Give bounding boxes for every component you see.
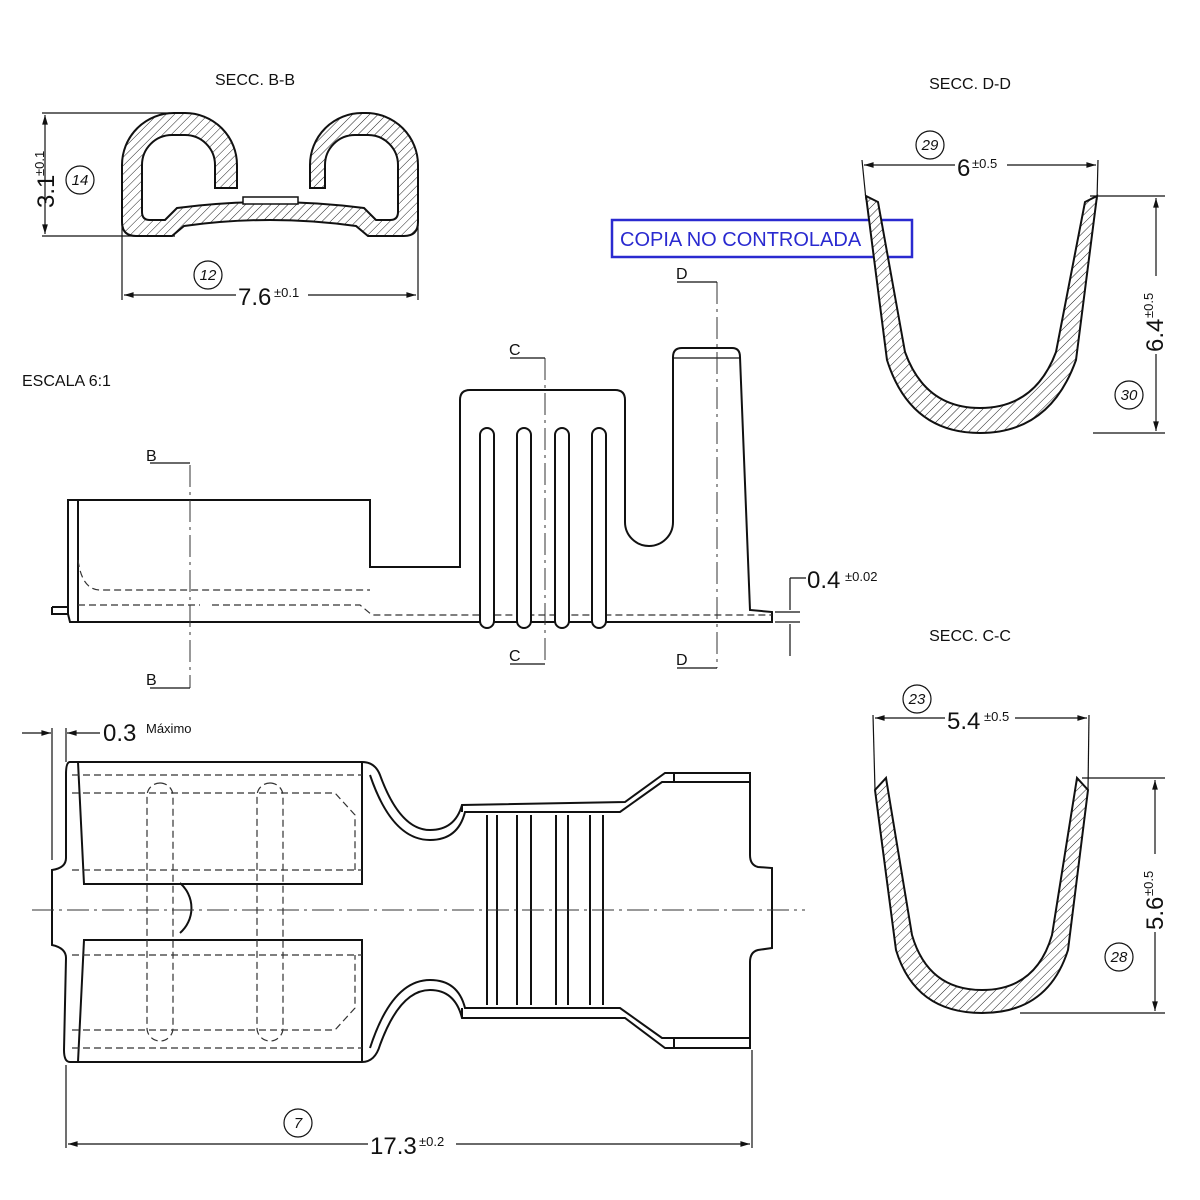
width-value: 7.6	[238, 284, 271, 311]
side-view-outline	[67, 347, 773, 623]
ref-bubble-12: 12	[200, 267, 217, 284]
cut-label-c-bottom: C	[509, 648, 521, 665]
top-view-outline	[51, 761, 773, 1063]
section-c-c-profile	[873, 775, 1090, 1015]
cut-label-d-bottom: D	[676, 652, 688, 669]
ref-bubble-28: 28	[1110, 949, 1128, 966]
section-d-d: SECC. D-D 6 ±0.5 29 6.4 ±0.5 30	[861, 76, 1171, 435]
height-value: 5.6	[1142, 897, 1169, 930]
height-value: 6.4	[1142, 319, 1169, 352]
section-d-d-title: SECC. D-D	[929, 76, 1011, 93]
ref-bubble-29: 29	[921, 137, 939, 154]
height-value: 3.1	[33, 175, 60, 208]
stamp-text: COPIA NO CONTROLADA	[620, 229, 862, 251]
cut-label-c-top: C	[509, 342, 521, 359]
height-tolerance: ±0.5	[1141, 871, 1156, 896]
top-view: 0.3 Máximo 17.3 ±0.2 7	[22, 720, 805, 1160]
gap-note: Máximo	[146, 721, 192, 736]
ref-bubble-7: 7	[294, 1115, 303, 1132]
scale-label: ESCALA 6:1	[22, 373, 111, 390]
section-b-b-profile	[121, 112, 419, 237]
uncontrolled-copy-stamp: COPIA NO CONTROLADA	[610, 218, 914, 259]
section-c-c-title: SECC. C-C	[929, 628, 1011, 645]
seam	[242, 196, 299, 205]
thickness-tolerance: ±0.02	[845, 569, 877, 584]
section-b-b-title: SECC. B-B	[215, 72, 295, 89]
cut-label-b-top: B	[146, 448, 157, 465]
cut-label-b-bottom: B	[146, 672, 157, 689]
width-tolerance: ±0.5	[972, 156, 997, 171]
ref-bubble-23: 23	[908, 691, 926, 708]
width-value: 6	[957, 155, 970, 182]
section-c-c: SECC. C-C 5.4 ±0.5 23 5.6 ±0.5 28	[872, 628, 1171, 1015]
width-tolerance: ±0.5	[984, 709, 1009, 724]
length-value: 17.3	[370, 1133, 417, 1160]
cut-label-d-top: D	[676, 266, 688, 283]
width-value: 5.4	[947, 708, 980, 735]
side-ribs	[479, 427, 607, 629]
height-tolerance: ±0.1	[32, 151, 47, 176]
width-tolerance: ±0.1	[274, 285, 299, 300]
length-tolerance: ±0.2	[419, 1134, 444, 1149]
gap-value: 0.3	[103, 720, 136, 747]
section-d-d-profile	[864, 194, 1099, 435]
ref-bubble-14: 14	[72, 172, 89, 189]
ref-bubble-30: 30	[1121, 387, 1138, 404]
side-view: B B C C D D 0.4 ±0.02	[51, 266, 877, 689]
locking-dimple	[179, 882, 193, 934]
height-tolerance: ±0.5	[1141, 293, 1156, 318]
section-b-b: SECC. B-B 3.1 ±0.1 14 7.6 ±0.1 12	[32, 72, 419, 311]
thickness-value: 0.4	[807, 567, 840, 594]
